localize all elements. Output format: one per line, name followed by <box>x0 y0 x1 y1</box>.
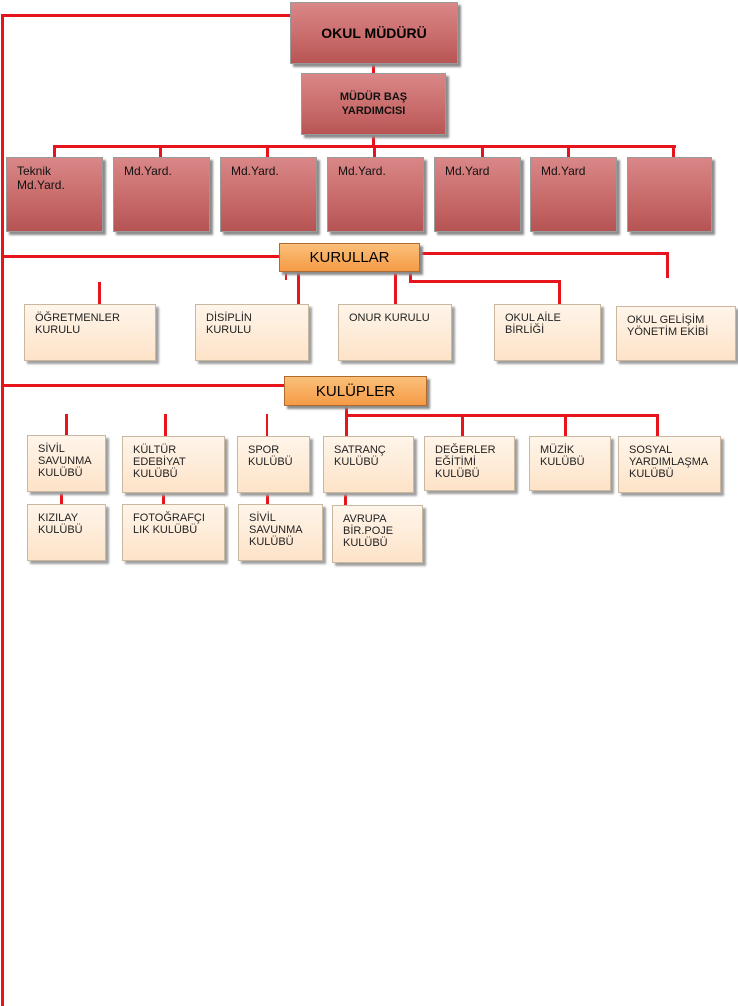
council-tick <box>285 272 287 280</box>
council-honor[interactable]: ONUR KURULU <box>338 304 452 361</box>
councils-branch-line <box>410 280 560 283</box>
council-drop-onur <box>394 272 397 304</box>
club-drop-sosyal <box>656 414 659 436</box>
deputy-drop-6 <box>567 145 570 157</box>
club-link-sivil2 <box>266 491 269 505</box>
club-drop-degerler <box>461 414 464 436</box>
council-teachers[interactable]: ÖĞRETMENLER KURULU <box>24 304 156 361</box>
club-values-education[interactable]: DEĞERLER EĞİTİMİ KULÜBÜ <box>424 436 515 491</box>
club-chess[interactable]: SATRANÇ KULÜBÜ <box>323 436 414 493</box>
clubs-to-bus-line <box>345 406 348 436</box>
deputy-box-7[interactable] <box>627 157 712 232</box>
club-civil-defense-2[interactable]: SİVİL SAVUNMA KULÜBÜ <box>238 504 323 561</box>
principal-box[interactable]: OKUL MÜDÜRÜ <box>290 2 458 64</box>
club-europe-project[interactable]: AVRUPA BİR.POJE KULÜBÜ <box>332 505 423 563</box>
club-sports[interactable]: SPOR KULÜBÜ <box>237 436 310 493</box>
deputy-drop-1 <box>53 145 56 157</box>
club-drop-muzik <box>564 414 567 436</box>
clubs-heading[interactable]: KULÜPLER <box>284 376 427 406</box>
principal-to-vice-line <box>372 63 375 74</box>
deputy-drop-7 <box>672 145 675 157</box>
council-parent-assoc[interactable]: OKUL AİLE BİRLİĞİ <box>494 304 601 361</box>
club-link-kizilay <box>60 491 63 505</box>
club-music[interactable]: MÜZİK KULÜBÜ <box>529 436 611 491</box>
left-spine-line <box>1 14 4 1006</box>
deputy-drop-4 <box>373 145 376 157</box>
council-school-dev[interactable]: OKUL GELİŞİM YÖNETİM EKİBİ <box>616 306 736 361</box>
vice-to-deputies-line <box>372 134 375 146</box>
club-drop-kultur <box>164 414 167 436</box>
deputy-box-5[interactable]: Md.Yard <box>434 157 521 232</box>
council-discipline[interactable]: DİSİPLİN KURULU <box>195 304 309 361</box>
councils-right-drop <box>666 252 669 278</box>
deputy-box-6[interactable]: Md.Yard <box>530 157 617 232</box>
deputy-drop-2 <box>159 145 162 157</box>
spine-to-clubs-line <box>1 384 286 387</box>
deputy-box-1[interactable]: Teknik Md.Yard. <box>6 157 103 232</box>
council-drop-obb <box>558 280 561 304</box>
club-culture-literature[interactable]: KÜLTÜR EDEBİYAT KULÜBÜ <box>122 436 225 493</box>
council-drop-ok <box>409 270 412 283</box>
vice-principal-box[interactable]: MÜDÜR BAŞ YARDIMCISI <box>301 73 446 135</box>
council-drop-disiplin <box>297 272 300 304</box>
deputy-drop-5 <box>481 145 484 157</box>
club-drop-sivil <box>65 414 68 436</box>
councils-right-line <box>420 252 668 255</box>
deputy-drop-3 <box>266 145 269 157</box>
deputy-box-3[interactable]: Md.Yard. <box>220 157 317 232</box>
deputy-box-4[interactable]: Md.Yard. <box>327 157 424 232</box>
club-link-foto <box>162 491 165 505</box>
club-drop-spor <box>266 414 268 436</box>
club-photography[interactable]: FOTOĞRAFÇI LIK KULÜBÜ <box>122 504 225 561</box>
deputies-bus-line <box>53 145 676 148</box>
clubs-bus-line <box>345 414 659 417</box>
council-drop-ogretmen <box>98 282 101 304</box>
deputy-box-2[interactable]: Md.Yard. <box>113 157 210 232</box>
club-social-aid[interactable]: SOSYAL YARDIMLAŞMA KULÜBÜ <box>618 436 721 493</box>
club-link-avrupa <box>344 493 347 506</box>
spine-to-councils-line <box>1 255 281 258</box>
club-civil-defense[interactable]: SİVİL SAVUNMA KULÜBÜ <box>27 435 106 492</box>
club-red-crescent[interactable]: KIZILAY KULÜBÜ <box>27 504 106 561</box>
councils-heading[interactable]: KURULLAR <box>279 243 420 272</box>
spine-to-principal-line <box>1 14 290 17</box>
